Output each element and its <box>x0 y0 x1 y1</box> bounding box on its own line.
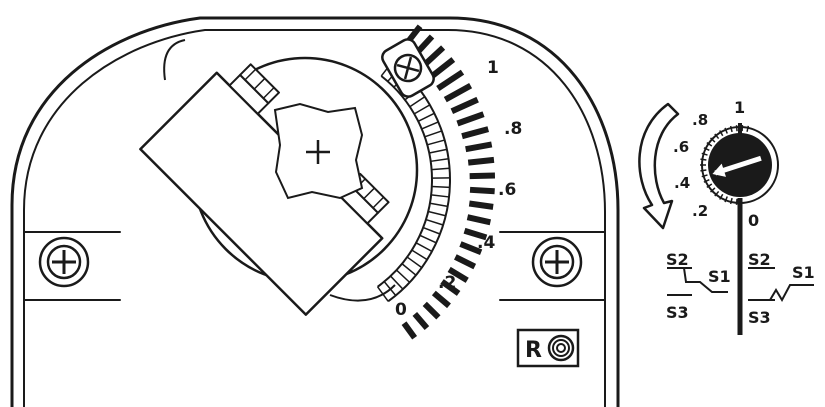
scale-tick <box>431 194 450 198</box>
scale-tick <box>383 281 397 296</box>
dial-tick <box>719 193 724 200</box>
scale-block <box>436 69 465 92</box>
dial-label-02: .2 <box>692 202 708 220</box>
dial-tick <box>729 125 733 133</box>
scale-block <box>447 266 469 283</box>
scale-block <box>456 111 485 127</box>
scale-label-1: 1 <box>487 58 499 78</box>
housing <box>10 16 620 407</box>
scale-label-02: .2 <box>438 273 456 293</box>
dial-tick <box>706 183 713 188</box>
dial-tick <box>710 137 716 143</box>
scale-tick <box>428 210 446 217</box>
scale-block <box>440 279 461 296</box>
dial-label-0: 0 <box>748 211 759 230</box>
scale-block <box>469 186 495 195</box>
switch-left-s1: S1 <box>708 267 731 286</box>
dial-pointer-head <box>712 163 726 177</box>
dial-label-04: .4 <box>674 174 690 192</box>
mount-screw-left <box>38 236 90 288</box>
scale-tick <box>431 185 450 189</box>
scale-tick <box>406 256 423 269</box>
scale-tick <box>424 130 442 138</box>
r-logo: R <box>516 328 580 368</box>
dial-tick <box>735 125 738 132</box>
scale-block <box>401 321 418 340</box>
switch-left-s2: S2 <box>666 250 689 269</box>
adjust-screw <box>381 38 435 98</box>
dial-tick <box>701 174 708 178</box>
scale-tick <box>421 121 439 130</box>
scale-tick <box>411 249 428 261</box>
logo-letter: R <box>525 338 542 363</box>
dial-tick <box>701 152 708 156</box>
dial-tick <box>703 147 710 152</box>
scale-label-08: .8 <box>504 119 522 139</box>
scale-tick <box>431 167 450 171</box>
scale-tick <box>376 286 389 302</box>
scale-label-04: .4 <box>477 233 495 253</box>
switch-right-s2: S2 <box>748 250 771 269</box>
dial-tick <box>706 142 713 147</box>
scale-block <box>412 311 430 330</box>
scale-block <box>465 141 493 153</box>
dial-tick <box>714 133 720 140</box>
scale-tick <box>425 218 444 226</box>
scale-tick <box>419 234 437 244</box>
dial-tick <box>700 169 707 172</box>
dial-tick <box>746 125 750 132</box>
spiral-icon <box>547 334 575 362</box>
dial-tick <box>724 196 728 203</box>
shaft-window <box>273 102 364 200</box>
mount-screw-right <box>531 236 583 288</box>
scale-block <box>450 96 479 115</box>
scale-block <box>468 200 494 210</box>
scale-block <box>454 254 477 270</box>
scale-block <box>469 172 496 180</box>
scale-tick <box>413 104 431 115</box>
dial-label-1: 1 <box>734 98 745 117</box>
scale-block <box>461 126 490 140</box>
dial-label-06: .6 <box>673 138 689 156</box>
switch-right-s3: S3 <box>748 308 771 327</box>
scale-arc <box>376 75 433 288</box>
dial-tick <box>714 190 720 197</box>
switch-symbol-right <box>748 267 814 303</box>
scale-tick <box>409 96 426 108</box>
scale-tick <box>417 112 435 122</box>
scale-tick <box>395 269 411 283</box>
scale-tick <box>422 226 441 235</box>
position-scale <box>376 24 496 340</box>
dial-tick <box>724 127 728 134</box>
switch-symbol-left <box>667 267 728 296</box>
scale-block <box>443 82 473 103</box>
scale-block <box>467 156 495 166</box>
scale-block <box>459 241 483 256</box>
dial-tick <box>703 178 710 183</box>
switch-right-s1: S1 <box>792 263 815 282</box>
scale-tick <box>415 242 433 253</box>
direction-arrow-icon <box>638 102 680 230</box>
dial-tick <box>710 187 716 193</box>
scale-tick <box>389 275 404 290</box>
scale-tick <box>401 263 417 276</box>
scale-tick <box>430 158 449 163</box>
switch-dial <box>700 123 779 205</box>
dial-label-08: .8 <box>692 111 708 129</box>
scale-tick <box>427 139 445 146</box>
scale-block <box>463 227 488 241</box>
scale-block <box>466 214 492 226</box>
scale-block <box>422 301 441 320</box>
scale-tick <box>429 202 448 208</box>
dial-tick <box>735 198 738 205</box>
scale-block <box>431 290 451 309</box>
dial-tick <box>719 130 724 137</box>
switch-left-s3: S3 <box>666 303 689 322</box>
scale-label-0: 0 <box>395 300 407 320</box>
dial-tick <box>729 197 733 205</box>
scale-tick <box>429 148 447 154</box>
dial-tick <box>700 158 707 161</box>
scale-label-06: .6 <box>498 180 516 200</box>
